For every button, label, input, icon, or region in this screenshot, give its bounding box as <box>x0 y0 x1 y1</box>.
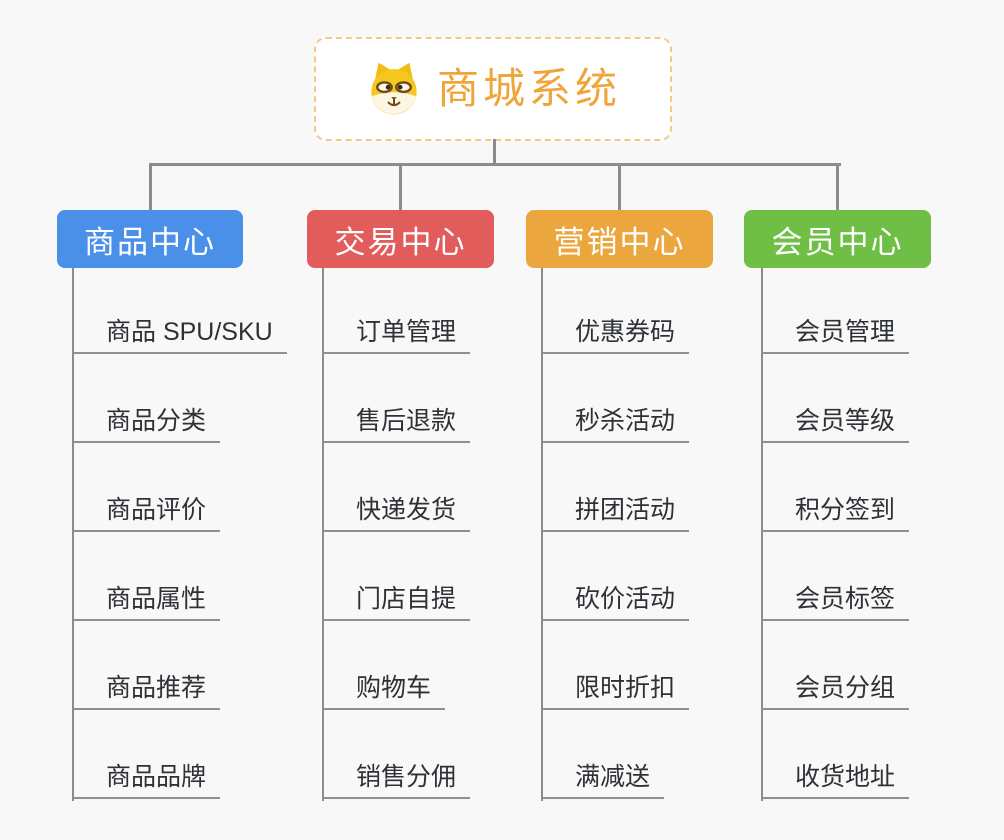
leaf-node[interactable]: 会员管理 <box>761 320 910 354</box>
connector-drop-trade <box>399 163 402 211</box>
leaf-node[interactable]: 订单管理 <box>322 320 471 354</box>
leaf-node[interactable]: 收货地址 <box>761 765 910 799</box>
branch-node-product-center[interactable]: 商品中心 <box>57 210 243 268</box>
connector-drop-member <box>836 163 839 211</box>
leaf-node[interactable]: 秒杀活动 <box>541 409 690 443</box>
root-title: 商城系统 <box>436 65 621 112</box>
root-node-mall-system[interactable]: 商城系统 <box>314 37 672 141</box>
leaf-node[interactable]: 限时折扣 <box>541 676 690 710</box>
connector-stem-trade <box>322 268 324 801</box>
leaf-node[interactable]: 购物车 <box>322 676 446 710</box>
leaf-node[interactable]: 砍价活动 <box>541 587 690 621</box>
connector-stem-member <box>761 268 763 801</box>
leaf-node[interactable]: 门店自提 <box>322 587 471 621</box>
connector-drop-product <box>149 163 152 211</box>
leaf-node[interactable]: 优惠券码 <box>541 320 690 354</box>
leaf-node[interactable]: 会员标签 <box>761 587 910 621</box>
leaf-node[interactable]: 快递发货 <box>322 498 471 532</box>
leaf-node[interactable]: 商品推荐 <box>72 676 221 710</box>
connector-rail <box>149 163 841 166</box>
dog-face-icon <box>365 59 423 119</box>
leaf-node[interactable]: 满减送 <box>541 765 665 799</box>
branch-node-trade-center[interactable]: 交易中心 <box>307 210 494 268</box>
leaf-node[interactable]: 商品属性 <box>72 587 221 621</box>
leaf-node[interactable]: 销售分佣 <box>322 765 471 799</box>
connector-drop-marketing <box>618 163 621 211</box>
leaf-node[interactable]: 会员分组 <box>761 676 910 710</box>
connector-stem-product <box>72 268 74 801</box>
leaf-node[interactable]: 商品分类 <box>72 409 221 443</box>
leaf-node[interactable]: 商品品牌 <box>72 765 221 799</box>
connector-stem-marketing <box>541 268 543 801</box>
leaf-node[interactable]: 会员等级 <box>761 409 910 443</box>
connector-root-stem <box>493 139 496 165</box>
branch-node-marketing-center[interactable]: 营销中心 <box>526 210 713 268</box>
leaf-node[interactable]: 商品 SPU/SKU <box>72 320 287 354</box>
leaf-node[interactable]: 售后退款 <box>322 409 471 443</box>
leaf-node[interactable]: 积分签到 <box>761 498 910 532</box>
leaf-node[interactable]: 商品评价 <box>72 498 221 532</box>
branch-node-member-center[interactable]: 会员中心 <box>744 210 931 268</box>
leaf-node[interactable]: 拼团活动 <box>541 498 690 532</box>
